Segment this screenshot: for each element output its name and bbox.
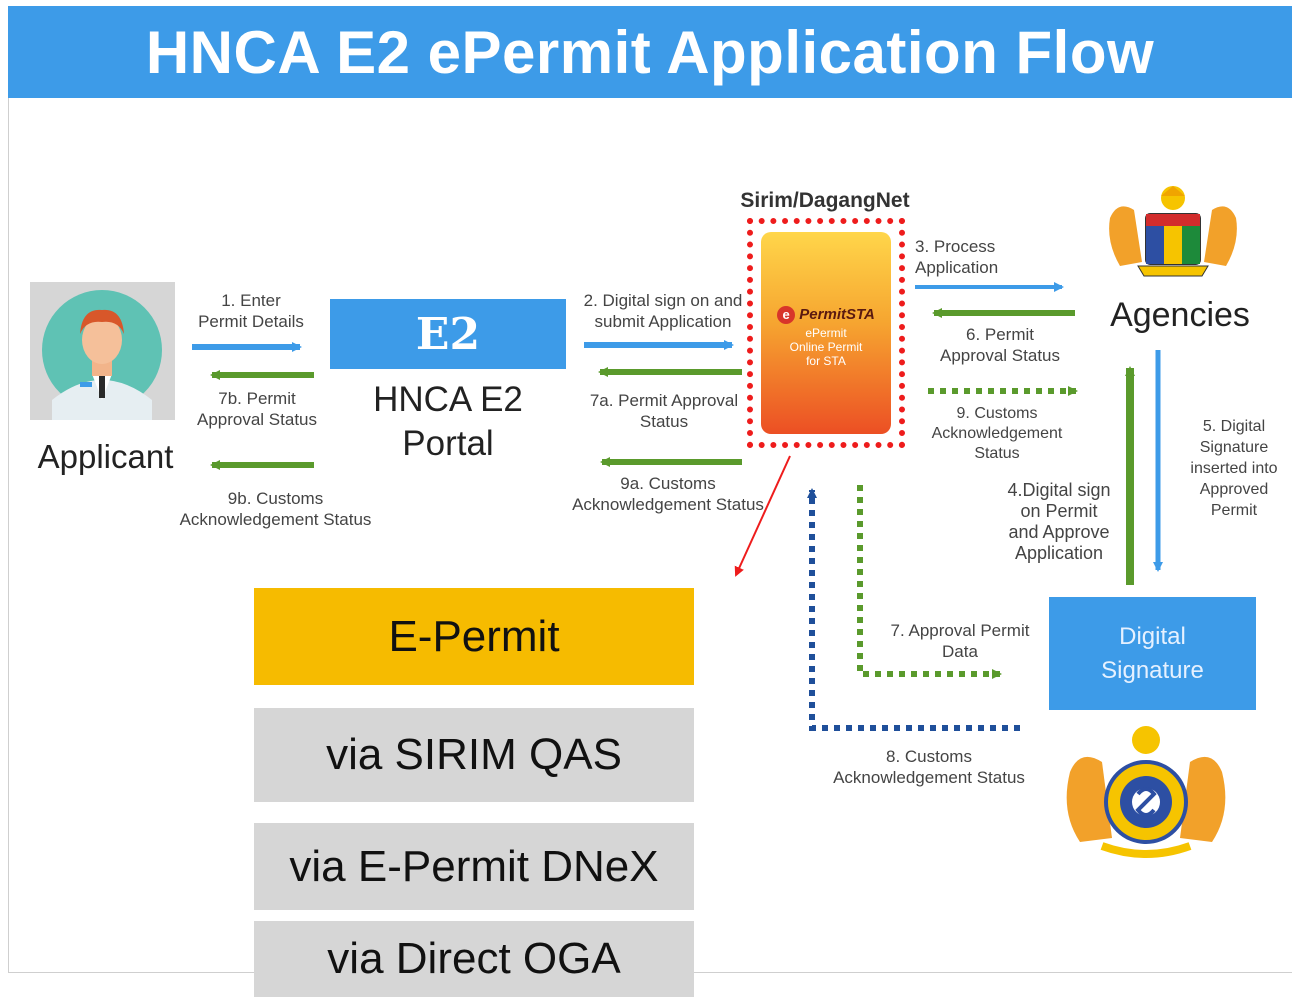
- sirim-dagangnet-label: Sirim/DagangNet: [740, 189, 910, 212]
- applicant-avatar-icon: [30, 282, 175, 420]
- epermit-sta-box: e PermitSTA ePermit Online Permit for ST…: [747, 218, 905, 448]
- epermit-logo: e PermitSTA: [761, 306, 891, 324]
- customs-emblem-icon: [1046, 722, 1246, 862]
- epermit-logo-text: PermitSTA: [799, 306, 875, 323]
- arrow-step7: [857, 485, 1002, 679]
- epermit-logo-icon: e: [777, 306, 796, 324]
- agencies-label: Agencies: [1110, 296, 1250, 334]
- malaysia-coat-of-arms-icon: [1098, 182, 1248, 282]
- option-direct-oga: via Direct OGA: [254, 921, 694, 997]
- option-sirim-qas: via SIRIM QAS: [254, 708, 694, 802]
- e2-logo: E2: [415, 308, 481, 360]
- e2-portal-label: HNCA E2 Portal: [373, 380, 523, 463]
- e2-logo-box: E2: [330, 299, 566, 369]
- title-bar: HNCA E2 ePermit Application Flow: [8, 6, 1292, 98]
- option-epermit-dnex: via E-Permit DNeX: [254, 823, 694, 910]
- option-epermit: E-Permit: [254, 588, 694, 685]
- digital-signature-label: Digital Signature: [1101, 622, 1204, 684]
- epermit-sta-card: e PermitSTA ePermit Online Permit for ST…: [761, 232, 891, 434]
- epermit-subtitle: ePermit Online Permit for STA: [789, 326, 863, 368]
- highlight-arrow: [734, 455, 791, 577]
- applicant-label: Applicant: [37, 438, 174, 475]
- digital-signature-box: Digital Signature: [1049, 597, 1256, 710]
- page-title: HNCA E2 ePermit Application Flow: [145, 18, 1155, 86]
- arrow-step8: [807, 488, 1020, 731]
